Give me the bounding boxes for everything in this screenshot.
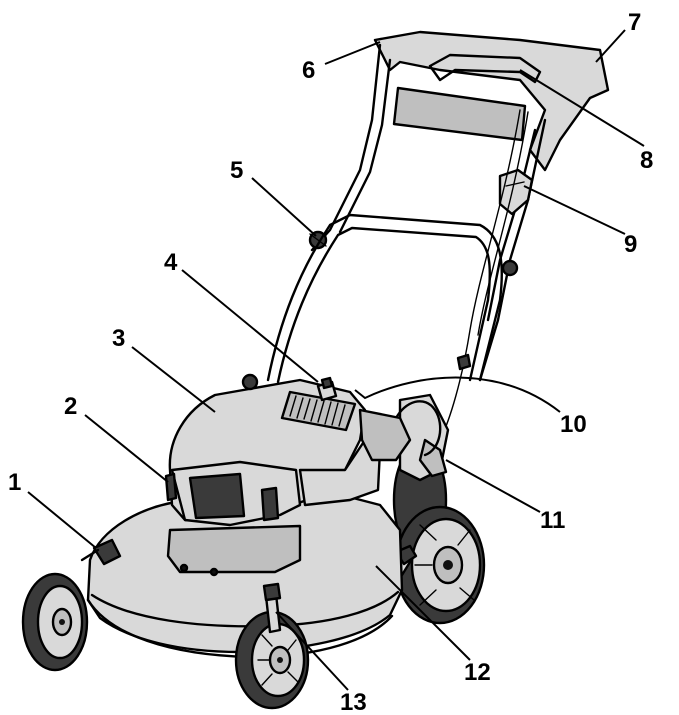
- callout-12: 12: [464, 659, 491, 686]
- right-upper-handle-tube-inner: [486, 128, 537, 322]
- handle-mount-knob: [241, 373, 259, 391]
- rear-wheel: [394, 505, 486, 625]
- leader-13: [275, 611, 349, 691]
- callout-1: 1: [8, 469, 21, 496]
- rear-wheel-assembly: [368, 393, 486, 625]
- front-height-adjust-lever: [262, 582, 282, 634]
- cable-clip: [456, 353, 472, 371]
- callout-11: 11: [540, 507, 565, 534]
- leader-4: [181, 269, 319, 383]
- callout-leaders: [27, 29, 645, 691]
- callout-2: 2: [64, 393, 77, 420]
- right-handle-knob: [501, 259, 519, 277]
- leader-11: [445, 459, 541, 513]
- handle-assembly: [266, 30, 610, 441]
- left-upper-handle-tube-inner: [338, 58, 392, 234]
- leader-12: [375, 565, 471, 661]
- deck-cover-plate: [166, 524, 302, 574]
- front-right-wheel: [234, 610, 310, 710]
- leader-8: [519, 69, 645, 147]
- front-left-wheel: [21, 572, 89, 672]
- side-fairing: [298, 438, 382, 507]
- side-vent: [260, 486, 280, 522]
- air-intake-grille: [280, 390, 357, 432]
- front-left-height-lever: [80, 538, 122, 566]
- lower-handle-loop-inner: [276, 226, 491, 384]
- callout-6: 6: [302, 57, 315, 84]
- callout-13: 13: [340, 689, 367, 715]
- rear-door-flap: [418, 438, 448, 478]
- control-cable-2: [477, 111, 529, 336]
- side-latch-indicator: [164, 472, 178, 502]
- leader-9: [523, 185, 626, 235]
- callout-5: 5: [230, 157, 243, 184]
- callout-numbers: 1 2 3 4 5 6 7 8 9 10 11 12 13: [8, 9, 653, 715]
- leader-7: [595, 29, 626, 63]
- handle-console: [392, 86, 527, 142]
- safety-key: [316, 376, 338, 402]
- leader-5: [251, 177, 317, 237]
- callout-7: 7: [628, 9, 641, 36]
- callout-8: 8: [640, 147, 653, 174]
- callout-3: 3: [112, 325, 125, 352]
- front-wheel-assembly: [21, 538, 310, 710]
- leader-6: [324, 41, 381, 65]
- callout-4: 4: [164, 249, 178, 276]
- rear-axle-gear: [393, 400, 442, 457]
- leader-2: [84, 414, 169, 483]
- callout-9: 9: [624, 231, 637, 258]
- upper-handle-bar: [373, 30, 610, 172]
- deck-bolt-left: [179, 563, 189, 573]
- leader-1: [27, 491, 97, 549]
- control-cable: [439, 109, 521, 441]
- deck-bolt-right: [209, 567, 219, 577]
- lower-handle-loop: [266, 213, 503, 382]
- battery-window: [188, 472, 246, 520]
- callout-10: 10: [560, 411, 587, 438]
- motor-housing: [164, 373, 412, 527]
- rear-chute-opening: [358, 408, 412, 462]
- leader-3: [131, 346, 216, 413]
- leader-10: [354, 376, 561, 413]
- control-bail: [428, 53, 542, 84]
